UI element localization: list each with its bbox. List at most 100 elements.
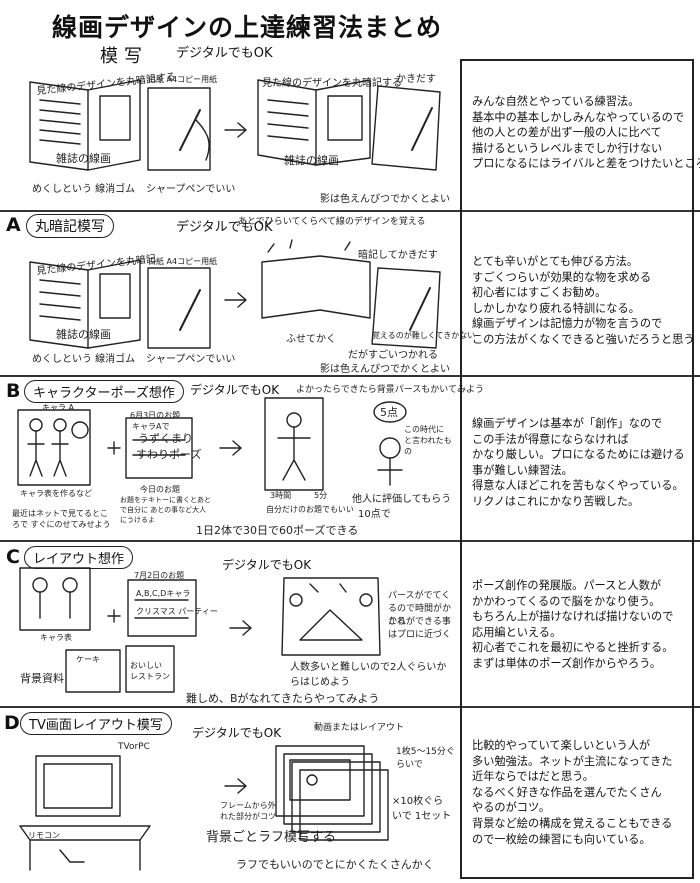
- sketch-label: だがすごいつかれる: [348, 350, 438, 361]
- sketch-label: 難しめ、Bがなれてきたらやってみよう: [186, 692, 380, 705]
- sketch-label: 他人に評価してもらう: [352, 494, 452, 505]
- section-divider: [0, 375, 700, 377]
- sketch-label: 人数多いと難しいので2人ぐらいからはじめよう: [290, 662, 447, 688]
- sketch-label: キャラ A: [42, 403, 75, 412]
- sketch-label: 5分: [314, 491, 328, 500]
- sketch-label: ふせてかく: [286, 334, 336, 345]
- sketch-label: A,B,C,Dキャラ: [136, 589, 191, 598]
- plus-icon: [107, 609, 121, 623]
- sketch-label: ケーキ: [76, 655, 100, 664]
- sketch-label: 白紙 A4コピー用紙: [148, 75, 218, 84]
- notes-cell: ポーズ創作の発展版。パースと人数が かかわってくるので脳をかなり使う。 もちろん…: [462, 578, 692, 672]
- note-line: 初心者でこれを最初にやると挫折する。: [472, 641, 674, 655]
- arrow-icon: [224, 778, 247, 794]
- section-letter: D: [4, 712, 20, 734]
- note-line: この手法が得意にならなければ: [472, 432, 629, 446]
- theme-card-icon: [127, 579, 197, 637]
- stacked-sketches-icon: [275, 745, 389, 841]
- sketch-label: 見た線のデザインを丸暗記する: [262, 78, 402, 89]
- note-line: 得意な人ほどこれを苦もなくやっている。: [472, 479, 684, 493]
- digital-ok-label: デジタルでもOK: [222, 558, 312, 572]
- digital-ok-label: デジタルでもOK: [190, 383, 280, 397]
- sketch-label: おいしい レストラン: [130, 661, 170, 681]
- sketch-label: 暗記してかきだす: [358, 250, 438, 261]
- sketch-label: 背景ごとラフ模写する: [206, 830, 337, 845]
- arrow-icon: [224, 122, 247, 138]
- section-title: TV画面レイアウト模写: [20, 712, 172, 735]
- sketch-label: めくしという 線消ゴム: [32, 354, 136, 365]
- sketch-label: 7月2日のお題: [134, 571, 185, 580]
- note-line: とても辛いがとても伸びる方法。: [472, 255, 639, 268]
- section-divider: [0, 706, 700, 708]
- sketch-label: この時代に と言われたもの: [404, 425, 452, 456]
- digital-ok-label: デジタルでもOK: [176, 46, 273, 61]
- critic-figure-icon: [373, 401, 407, 486]
- sketch-label: よかったらできたら背景パースもかいてみよう: [296, 385, 485, 395]
- face-down-magazine-icon: [261, 239, 371, 319]
- note-line: 比較的やっていて楽しいという人が: [472, 739, 651, 752]
- arrow-icon: [229, 620, 252, 636]
- note-line: 基本中の基本しかしみんなやっているので: [472, 110, 685, 124]
- note-line: かなり厳しい。プロになるためには避ける: [472, 448, 685, 462]
- drawing-hand-icon: [371, 85, 441, 171]
- drawing-hand-icon: [371, 267, 441, 349]
- sketch-label: お題をテキトーに書くとあとで自分に あとの事など大人にうけるよ: [120, 496, 211, 524]
- notes-cell: 線画デザインは基本が「創作」なので この手法が得意にならなければ かなり厳しい。…: [462, 416, 692, 510]
- plus-icon: [107, 441, 121, 455]
- sketch-label: めくしという 線消ゴム: [32, 184, 136, 195]
- section-title: レイアウト想作: [24, 546, 134, 569]
- sketch-label: ラフでもいいのでとにかくたくさんかく: [236, 858, 434, 871]
- sketch-label: 雑誌の線画: [56, 328, 111, 341]
- note-line: まずは単体のポーズ創作からやろう。: [472, 656, 661, 670]
- sketch-label: TVorPC: [118, 742, 150, 752]
- digital-ok-label: デジタルでもOK: [176, 220, 273, 235]
- sketch-label: 雑誌の線画: [56, 152, 111, 165]
- open-magazine-icon: [29, 259, 141, 349]
- section-divider: [0, 540, 700, 542]
- sketch-label: フレームから外れた部分がコツ: [220, 801, 276, 821]
- sketch-label: 白紙 A4コピー用紙: [148, 257, 218, 266]
- sketch-label: 自分だけのお題でもいい: [266, 505, 354, 514]
- pose-drawing-icon: [264, 397, 324, 491]
- sketch-label: キャラ表: [40, 633, 72, 642]
- sketch-label: かきだす: [396, 74, 436, 85]
- section-letter: A: [6, 214, 21, 236]
- note-line: プロになるにはライバルと差をつけたいところ: [472, 157, 700, 171]
- sketch-label: パースがでてくるので時間がかかる: [388, 591, 452, 627]
- note-line: 応用編といえる。: [472, 625, 562, 639]
- sketch-label: 10点で: [358, 509, 391, 520]
- sketch-label: すわりポーズ: [136, 448, 202, 461]
- sketch-label: 6月3日のお題: [130, 411, 181, 420]
- blank-paper-icon: [147, 267, 211, 349]
- blank-paper-icon: [147, 87, 211, 171]
- sketch-label: 雑誌の線画: [284, 154, 339, 167]
- section-divider: [0, 210, 700, 212]
- sketch-label: リモコン: [28, 831, 60, 840]
- note-line: 線画デザインは基本が「創作」なので: [472, 417, 663, 430]
- note-line: 描けるというレベルまでしか行けない: [472, 141, 663, 155]
- sketch-label: 動画またはレイアウト: [314, 723, 405, 733]
- note-line: かかわってくるので脳をかなり使う。: [472, 594, 661, 608]
- sketch-label: 影は色えんぴつでかくとよい: [320, 194, 450, 205]
- note-line: やるのがコツ。: [472, 801, 550, 815]
- notes-cell: とても辛いがとても伸びる方法。 すごくつらいが効果的な物を求める 初心者にはすご…: [462, 254, 695, 348]
- note-line: しかしかなり疲れる特訓になる。: [472, 301, 640, 315]
- note-line: 他の人との差が出ず一般の人に比べて: [472, 126, 662, 140]
- sketch-label: 覚えるのが難しくてきかない: [372, 331, 476, 340]
- open-magazine-icon: [257, 79, 371, 166]
- sketch-label: 影は色えんぴつでかくとよい: [320, 364, 450, 375]
- notes-cell: 比較的やっていて楽しいという人が 多い勉強法。ネットが主流になってきた 近年なら…: [462, 738, 692, 847]
- note-line: すごくつらいが効果的な物を求める: [472, 270, 652, 284]
- background-reference-icon: [65, 645, 175, 693]
- page-title: 線画デザインの上達練習法まとめ: [52, 13, 443, 42]
- notes-cell: みんな自然とやっている練習法。 基本中の基本しかしみんなやっているので 他の人と…: [462, 94, 700, 172]
- sketch-label: 3時間: [270, 491, 292, 500]
- section-letter: C: [6, 546, 20, 568]
- section-title: 丸暗記模写: [26, 214, 114, 238]
- sketch-label: 5点: [380, 406, 398, 419]
- note-line: ポーズ創作の発展版。パースと人数が: [472, 579, 662, 592]
- section-title: キャラクターポーズ想作: [24, 380, 184, 403]
- note-line: 初心者にはすごくお勧め。: [472, 286, 607, 300]
- sketch-label: これができる事はプロに近づく: [388, 617, 452, 640]
